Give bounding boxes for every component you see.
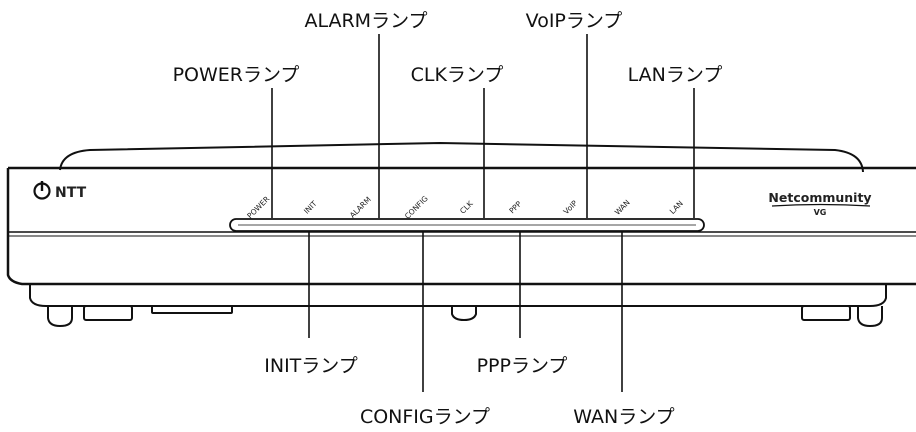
panel-label-wan: WAN <box>613 198 632 217</box>
panel-label-init: INIT <box>302 199 319 216</box>
router-foot-left <box>47 306 73 328</box>
router-lid <box>59 141 864 173</box>
panel-label-clk: CLK <box>458 198 475 215</box>
product-model-text: VG <box>814 208 827 217</box>
callout-clk: CLKランプ <box>411 64 504 86</box>
router-vent-right <box>801 305 851 321</box>
led-light-strip <box>229 218 705 232</box>
panel-label-lan: LAN <box>668 199 685 216</box>
panel-lamp-labels: POWER INIT ALARM CONFIG CLK PPP VoIP WAN LAN <box>245 194 685 221</box>
panel-label-voip: VoIP <box>562 198 580 216</box>
callout-wan: WANランプ <box>573 406 674 428</box>
router-vent-left-2 <box>151 305 233 314</box>
callout-ppp: PPPランプ <box>477 355 568 377</box>
callout-init: INITランプ <box>264 355 357 377</box>
netcommunity-logo: Netcommunity VG <box>768 190 871 217</box>
ntt-logo: NTT <box>33 181 87 201</box>
panel-label-power: POWER <box>245 194 271 220</box>
router-body <box>6 141 916 328</box>
panel-label-ppp: PPP <box>507 199 523 215</box>
router-base <box>29 284 887 307</box>
callout-config: CONFIGランプ <box>360 406 490 428</box>
panel-label-config: CONFIG <box>403 194 430 221</box>
router-vent-left-1 <box>83 305 133 321</box>
callout-labels: POWERランプ INITランプ ALARMランプ CONFIGランプ CLKランプ PP… <box>173 10 723 428</box>
router-foot-center <box>451 306 477 322</box>
callout-lan: LANランプ <box>628 64 723 86</box>
callout-alarm: ALARMランプ <box>304 10 427 32</box>
callout-leader-lines <box>271 34 695 392</box>
panel-label-alarm: ALARM <box>348 195 373 220</box>
callout-power: POWERランプ <box>173 64 300 86</box>
maker-logo-text: NTT <box>55 185 87 201</box>
callout-voip: VoIPランプ <box>526 10 623 32</box>
router-foot-right <box>857 306 883 328</box>
product-brand-text: Netcommunity <box>768 190 871 205</box>
